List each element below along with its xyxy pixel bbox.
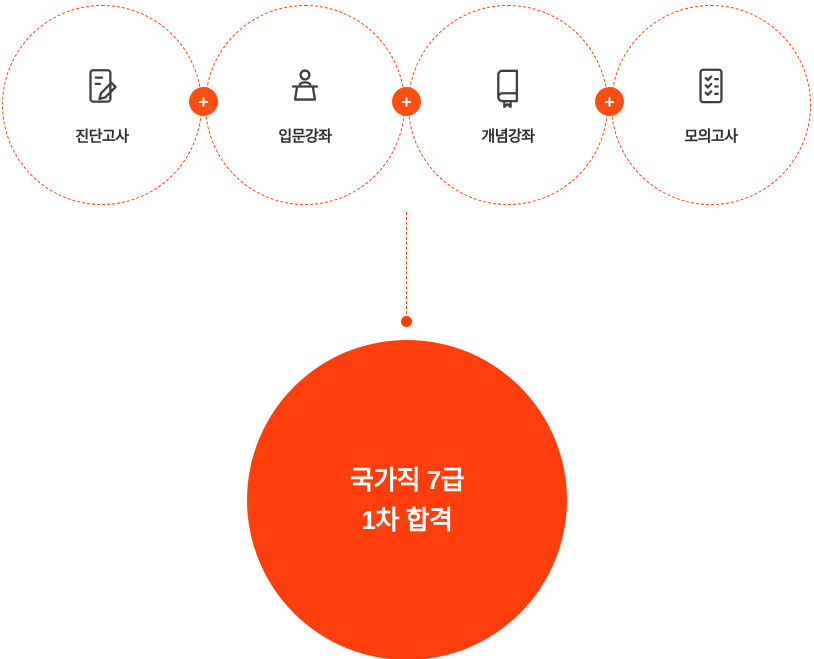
exam-paper-pencil-icon [79, 64, 125, 110]
result-text: 국가직 7급 1차 합격 [349, 460, 465, 540]
plus-glyph: + [604, 91, 615, 112]
plus-icon: + [595, 87, 624, 116]
plus-icon: + [189, 87, 218, 116]
step-label: 진단고사 [75, 128, 129, 145]
result-circle: 국가직 7급 1차 합격 [247, 340, 567, 659]
step-label: 입문강좌 [278, 128, 332, 145]
step-circle-concept-course: 개념강좌 [408, 5, 608, 205]
checklist-document-icon [688, 64, 734, 110]
plus-glyph: + [198, 91, 209, 112]
result-line2: 1차 합격 [361, 505, 453, 535]
result-line1: 국가직 7급 [349, 465, 465, 495]
step-circle-diagnostic-test: 진단고사 [2, 5, 202, 205]
step-circle-mock-exam: 모의고사 [611, 5, 811, 205]
lecturer-podium-icon [282, 64, 328, 110]
connector-dashed-line [406, 212, 407, 314]
book-icon [485, 64, 531, 110]
plus-glyph: + [401, 91, 412, 112]
plus-icon: + [392, 87, 421, 116]
step-label: 모의고사 [684, 128, 738, 145]
step-circle-intro-course: 입문강좌 [205, 5, 405, 205]
connector-dot [401, 316, 412, 327]
step-label: 개념강좌 [481, 128, 535, 145]
